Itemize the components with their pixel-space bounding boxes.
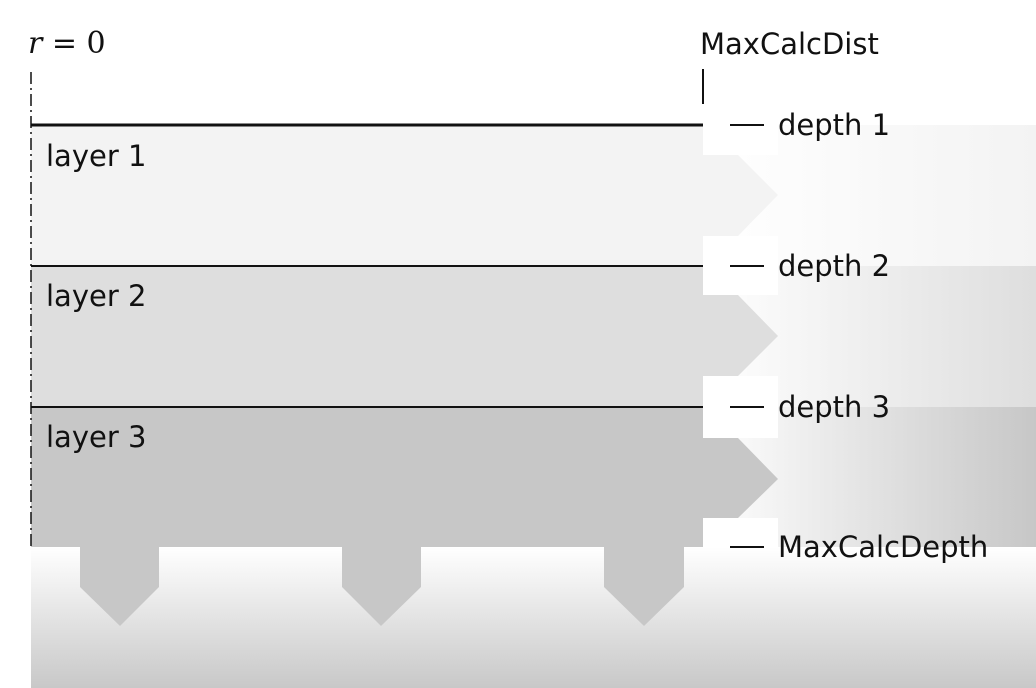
layer-2-label: layer 2: [46, 279, 146, 313]
depth-1-label: depth 1: [778, 108, 890, 142]
max-calc-depth-label: MaxCalcDepth: [778, 530, 988, 564]
axis-label-var: r: [28, 26, 44, 61]
depth-3-label: depth 3: [778, 390, 890, 424]
depth-2-label: depth 2: [778, 249, 890, 283]
down-arrow-2: [342, 547, 421, 626]
layer-3-label: layer 3: [46, 420, 146, 454]
bottom-fade-region: [31, 547, 1036, 688]
axis-label: r = 0: [28, 26, 106, 61]
axis-label-rest: = 0: [42, 26, 105, 61]
layer-2-band: [31, 266, 778, 407]
layer-1-label: layer 1: [46, 139, 146, 173]
down-arrow-1: [80, 547, 159, 626]
max-calc-dist-label: MaxCalcDist: [700, 27, 879, 61]
layer-3-band: [31, 407, 778, 547]
right-gap-4: [703, 518, 778, 548]
down-arrow-3: [604, 547, 684, 626]
layer-1-band: [31, 125, 778, 266]
